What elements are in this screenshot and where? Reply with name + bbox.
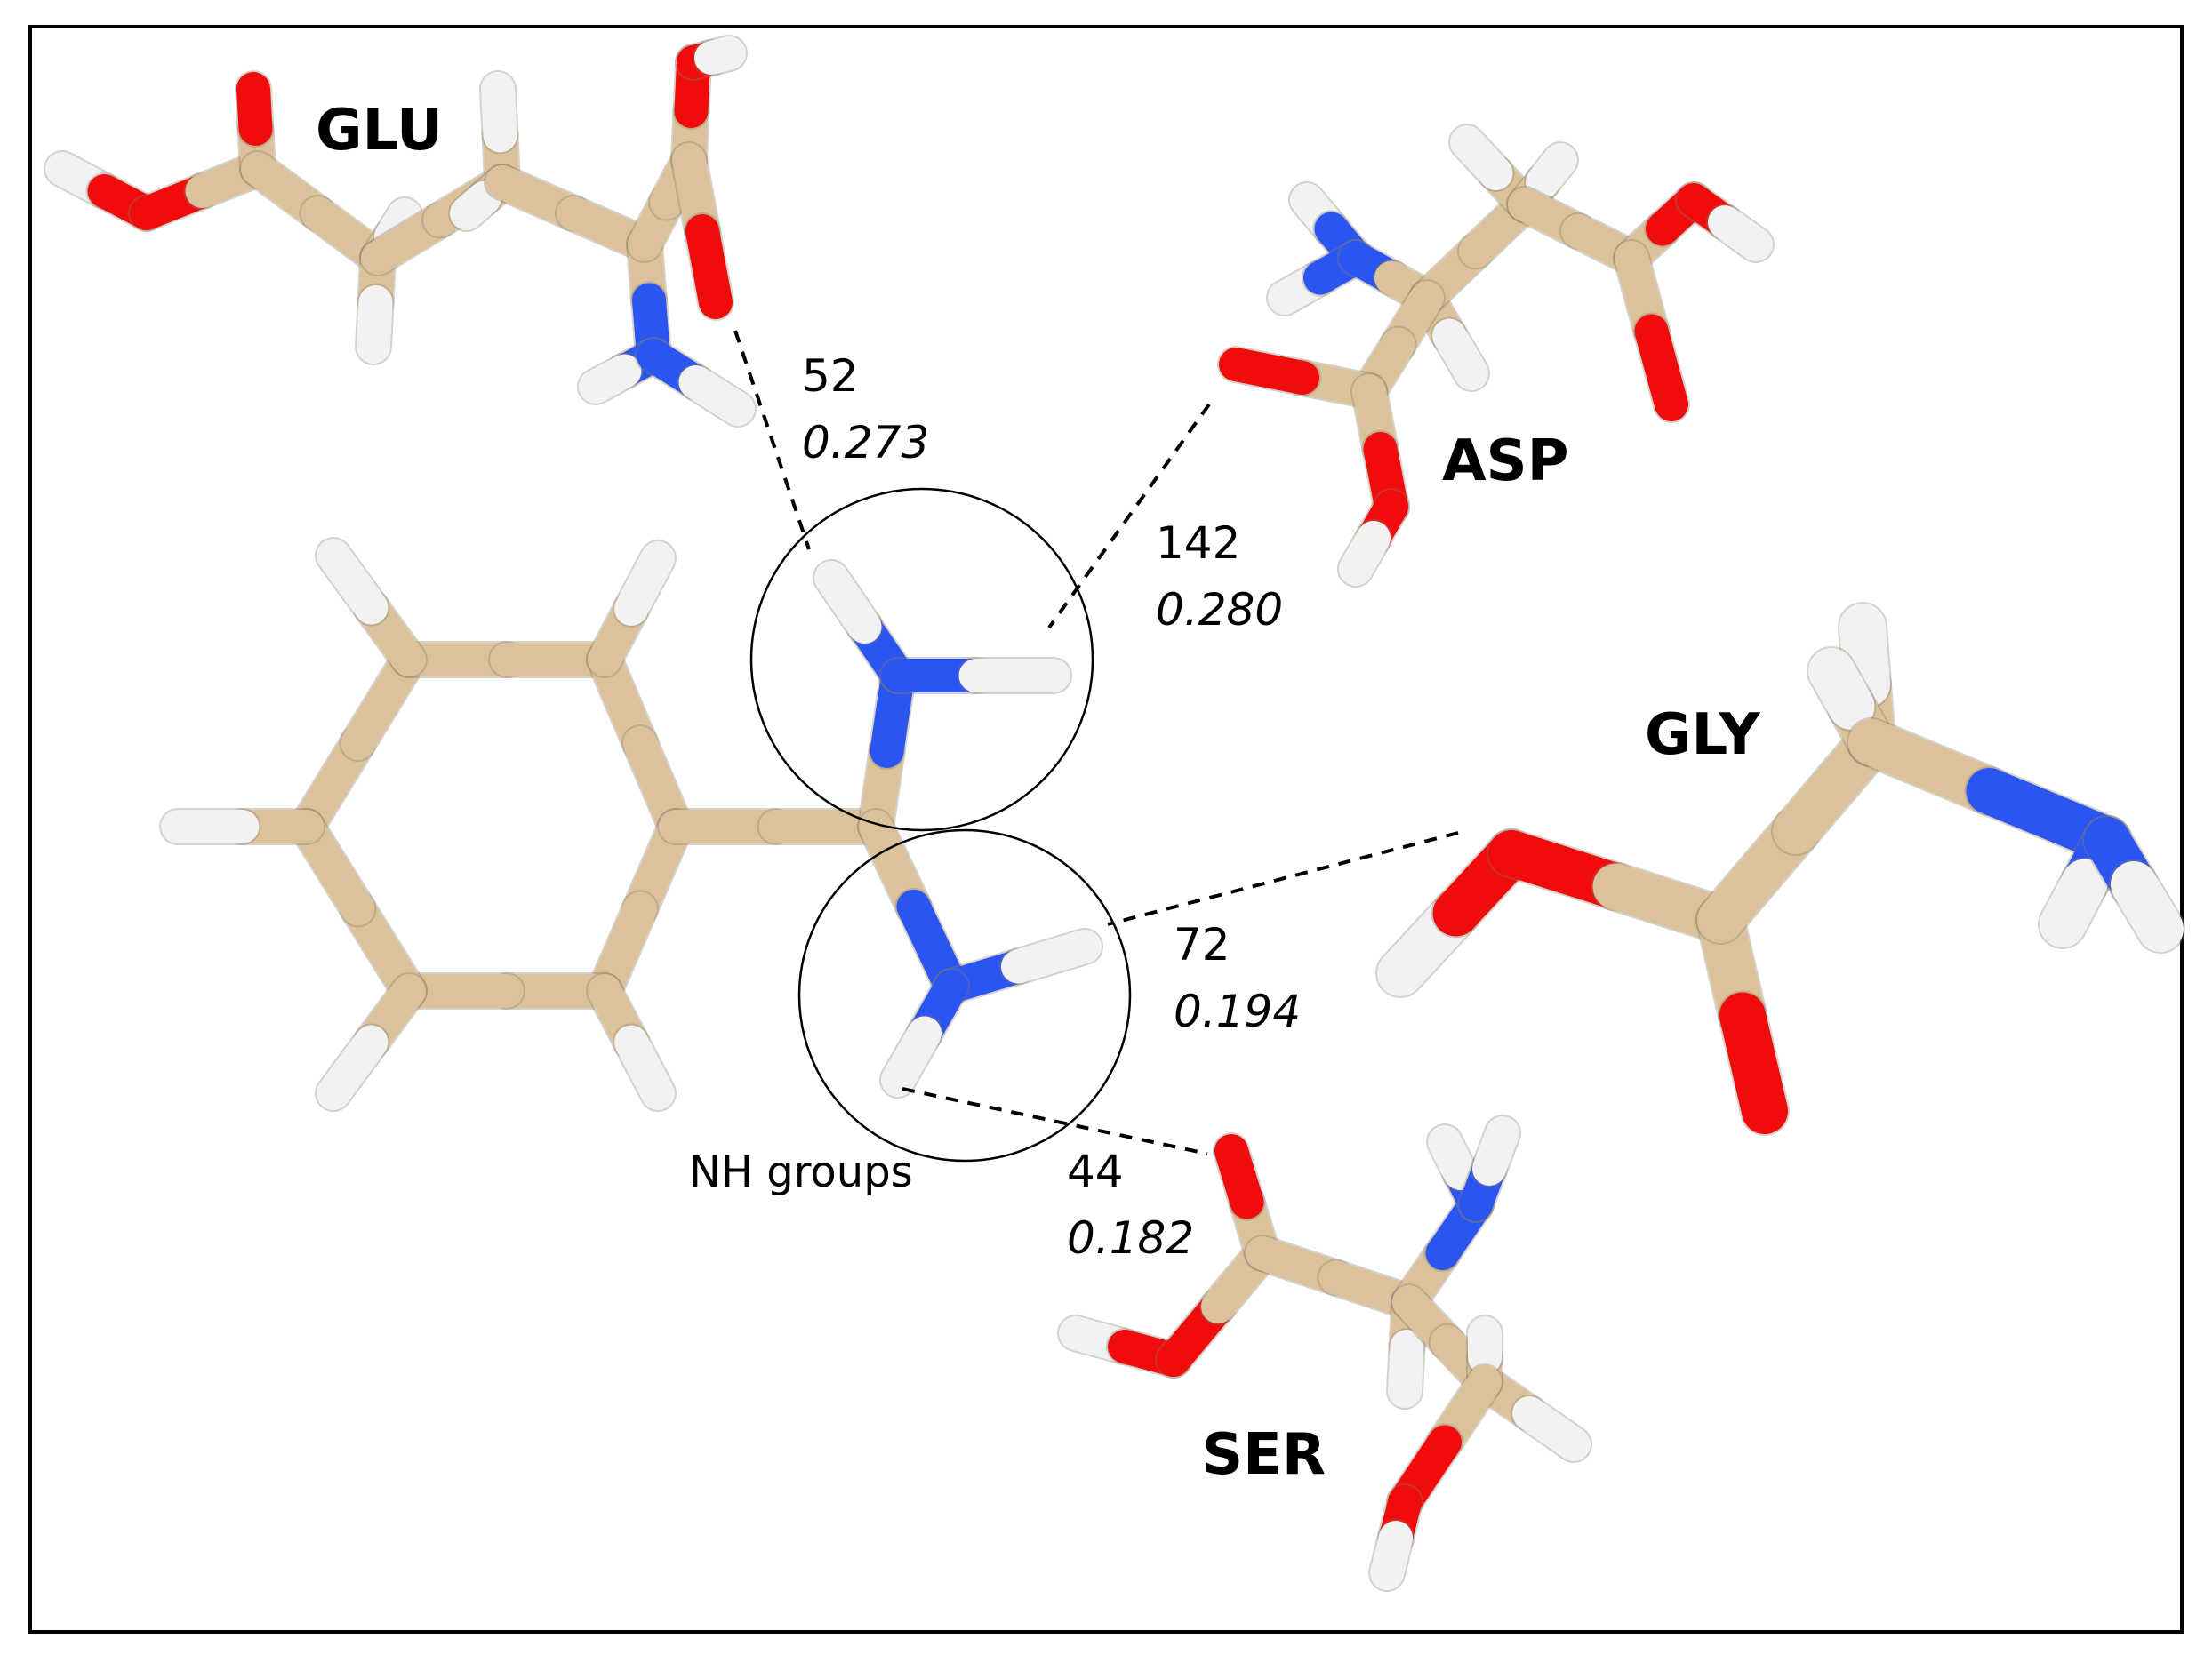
contact-line-glu bbox=[733, 330, 811, 550]
contact-value-gly: 0.194 bbox=[1174, 986, 1301, 1037]
bond-segment bbox=[1214, 1134, 1264, 1219]
figure-frame bbox=[28, 25, 2184, 1634]
residue-label-gly: GLY bbox=[1645, 702, 1760, 768]
bond-segment bbox=[1370, 1521, 1413, 1590]
bond-segment bbox=[317, 1025, 389, 1110]
glu-molecule bbox=[44, 35, 757, 428]
contact-line-ser bbox=[902, 1087, 1208, 1155]
bond-segment bbox=[1428, 1125, 1478, 1190]
bond-segment bbox=[1512, 1396, 1591, 1461]
bond-segment bbox=[1219, 348, 1319, 395]
bond-segment bbox=[1808, 648, 1875, 730]
contact-count-asp: 142 bbox=[1156, 517, 1240, 569]
contact-count-ser: 44 bbox=[1067, 1146, 1124, 1197]
bond-segment bbox=[2111, 861, 2184, 952]
bond-segment bbox=[694, 36, 746, 75]
bond-segment bbox=[357, 285, 393, 364]
residue-label-glu: GLU bbox=[316, 98, 443, 164]
bond-segment bbox=[1719, 992, 1788, 1134]
nh-group-circle-upper bbox=[749, 487, 1094, 832]
contact-value-glu: 0.273 bbox=[802, 417, 929, 468]
bond-segment bbox=[450, 180, 501, 230]
bond-segment bbox=[1388, 1330, 1424, 1408]
bond-segment bbox=[317, 539, 389, 625]
bond-segment bbox=[614, 541, 675, 626]
bond-segment bbox=[1634, 314, 1688, 421]
bond-segment bbox=[881, 1016, 942, 1097]
bond-segment bbox=[1708, 205, 1773, 261]
bond-segment bbox=[1526, 143, 1577, 199]
contact-count-gly: 72 bbox=[1174, 919, 1230, 971]
bond-segment bbox=[236, 72, 273, 146]
residue-label-ser: SER bbox=[1202, 1422, 1326, 1488]
bond-segment bbox=[814, 561, 882, 644]
bond-segment bbox=[1472, 1116, 1519, 1186]
asp-molecule bbox=[1217, 124, 1775, 588]
contact-value-asp: 0.280 bbox=[1156, 584, 1283, 636]
bond-segment bbox=[678, 365, 755, 426]
ser-molecule bbox=[1057, 1115, 1592, 1592]
bond-segment bbox=[1432, 318, 1488, 390]
bond-segment bbox=[2040, 859, 2108, 947]
bond-segment bbox=[481, 72, 517, 153]
bond-segment bbox=[614, 1025, 675, 1110]
benzamidine-molecule bbox=[159, 537, 1103, 1112]
residue-label-asp: ASP bbox=[1442, 428, 1569, 494]
contact-count-glu: 52 bbox=[802, 350, 859, 402]
bond-segment bbox=[579, 354, 642, 404]
bond-segment bbox=[1450, 125, 1513, 190]
contact-line-gly bbox=[1107, 831, 1459, 926]
bond-segment bbox=[1839, 604, 1890, 708]
bond-segment bbox=[1001, 930, 1102, 984]
nh-groups-caption: NH groups bbox=[689, 1147, 913, 1197]
bond-segment bbox=[685, 214, 733, 319]
contact-value-ser: 0.182 bbox=[1067, 1212, 1194, 1264]
bond-segment bbox=[1339, 521, 1391, 586]
gly-molecule bbox=[1375, 602, 2185, 1136]
nh-group-circle-lower bbox=[797, 828, 1132, 1163]
contact-line-asp bbox=[1047, 403, 1211, 629]
